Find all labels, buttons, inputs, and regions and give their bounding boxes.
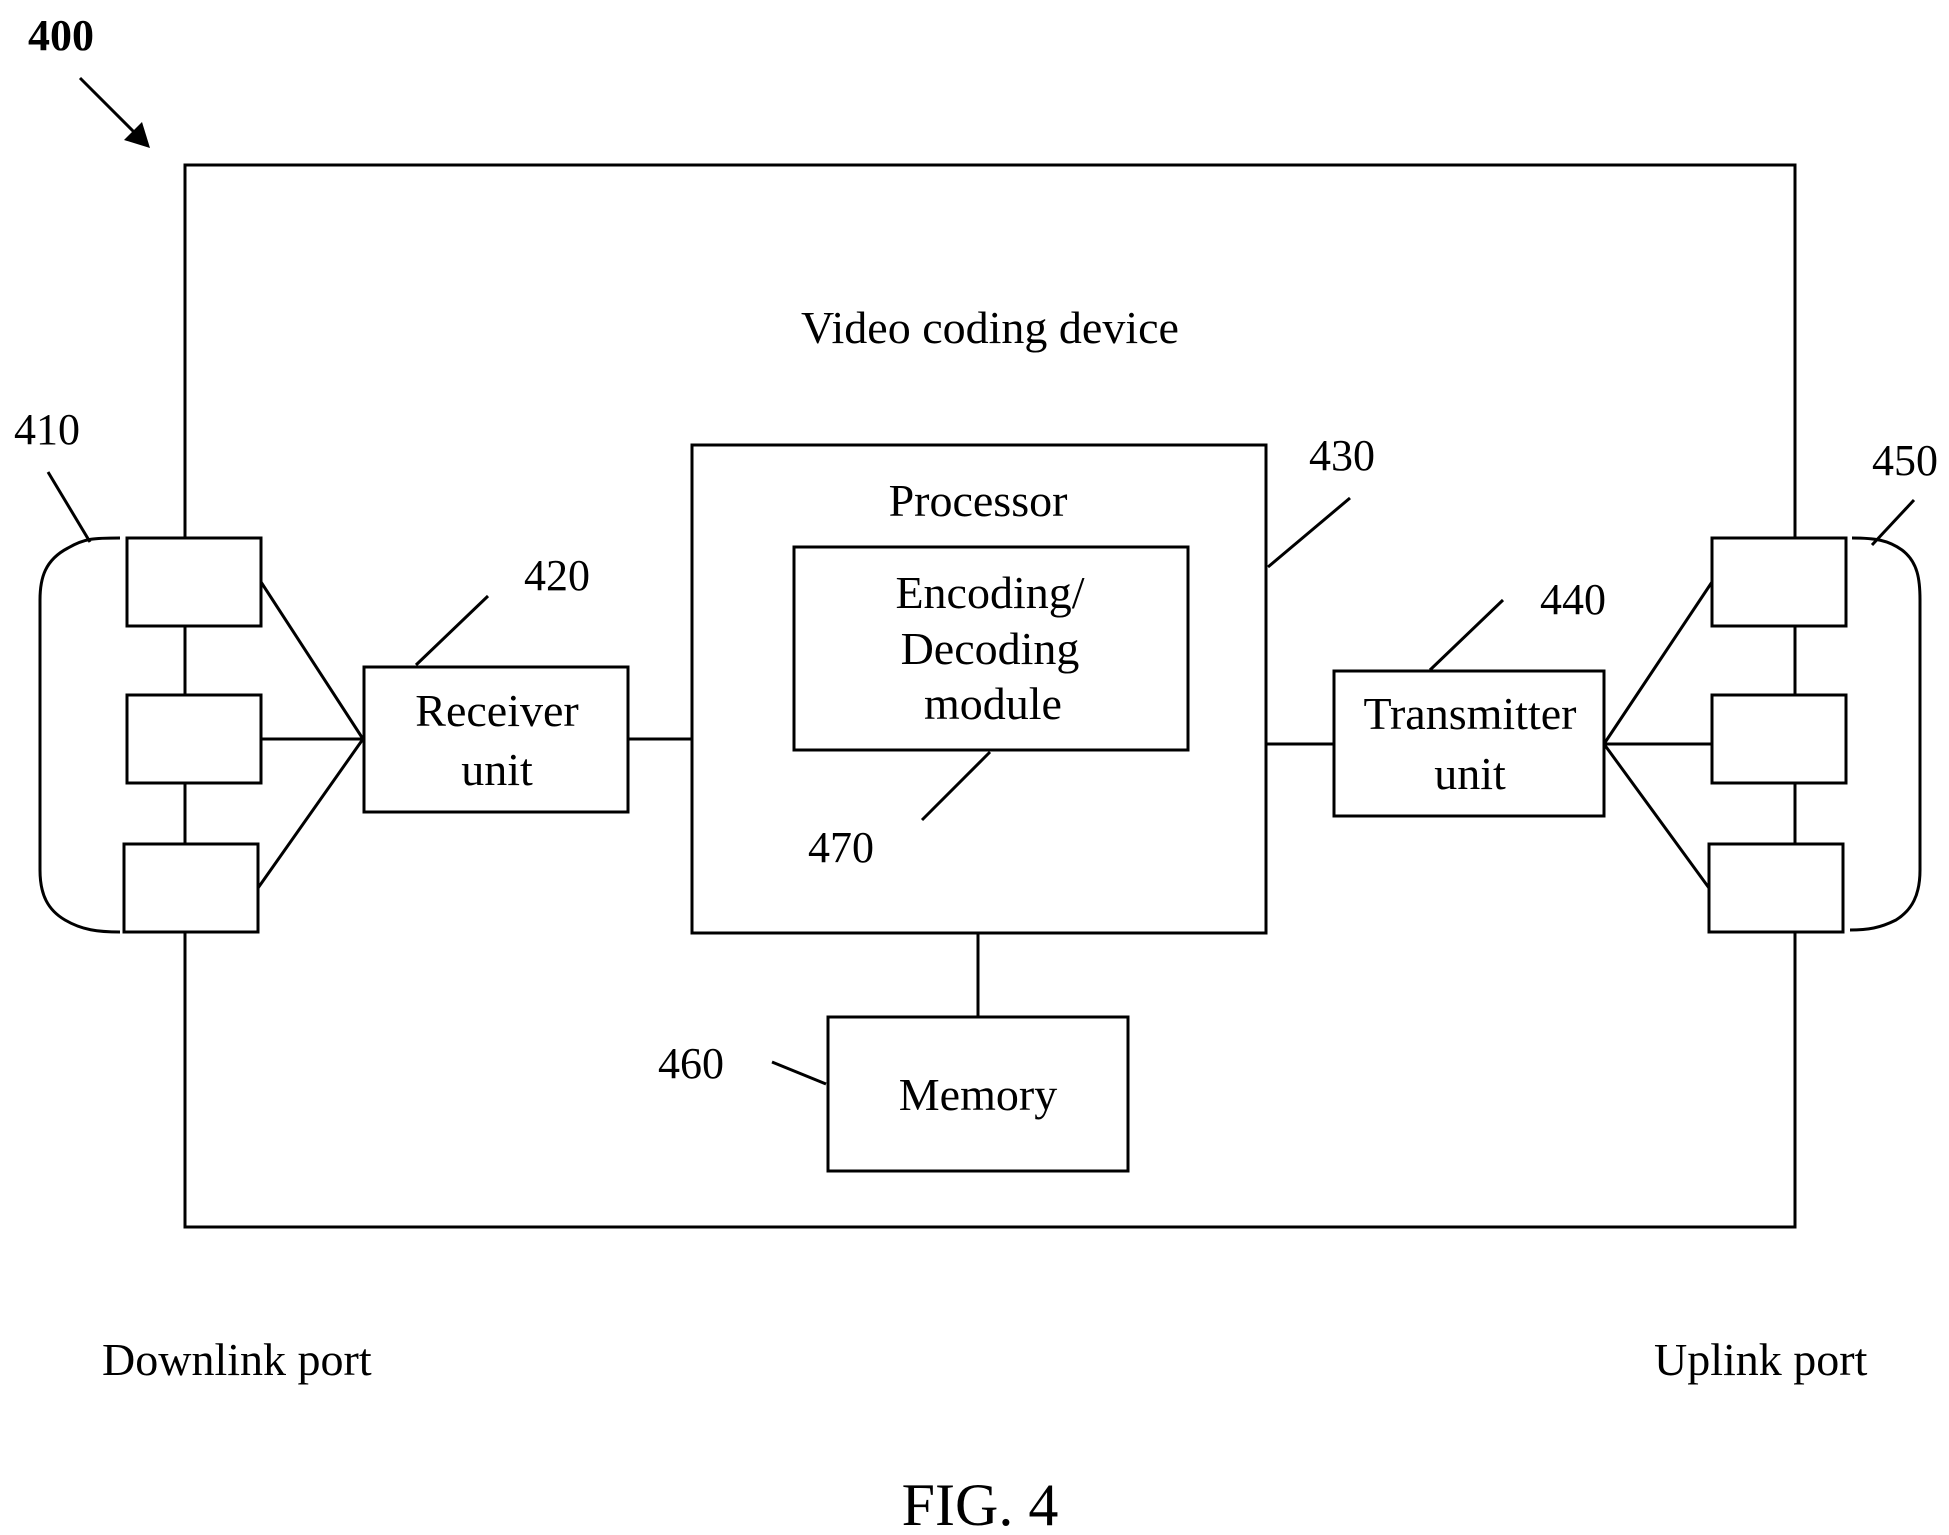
downlink-reference: 410 [14,405,80,454]
downlink-leader-line [48,472,90,542]
figure-caption: FIG. 4 [902,1472,1059,1535]
receiver-label-line1: Receiver [415,685,578,736]
uplink-leader-line [1872,500,1914,545]
uplink-port-1 [1712,538,1846,626]
processor-reference: 430 [1309,431,1375,480]
device-label: Video coding device [801,302,1179,353]
codec-module-label-line2: Decoding [901,623,1080,674]
receiver-label-line2: unit [461,744,533,795]
figure-reference-label: 400 [28,11,94,60]
uplink-label: Uplink port [1654,1334,1868,1385]
downlink-port-3 [124,844,258,932]
downlink-label: Downlink port [102,1334,372,1385]
codec-module-label-line1: Encoding/ [895,567,1084,618]
uplink-port-3 [1709,844,1843,932]
transmitter-label-line2: unit [1434,748,1506,799]
uplink-port-2 [1712,695,1846,783]
codec-module-reference: 470 [808,823,874,872]
figure-reference-arrow-line [80,78,140,138]
downlink-port-1 [127,538,261,626]
codec-module-label-line3: module [924,678,1062,729]
transmitter-label-line1: Transmitter [1364,688,1577,739]
uplink-reference: 450 [1872,436,1938,485]
memory-label: Memory [899,1069,1057,1120]
memory-reference: 460 [658,1039,724,1088]
downlink-brace [40,538,120,932]
receiver-reference: 420 [524,551,590,600]
transmitter-reference: 440 [1540,575,1606,624]
downlink-port-2 [127,695,261,783]
processor-label: Processor [889,475,1068,526]
uplink-brace [1850,538,1920,930]
